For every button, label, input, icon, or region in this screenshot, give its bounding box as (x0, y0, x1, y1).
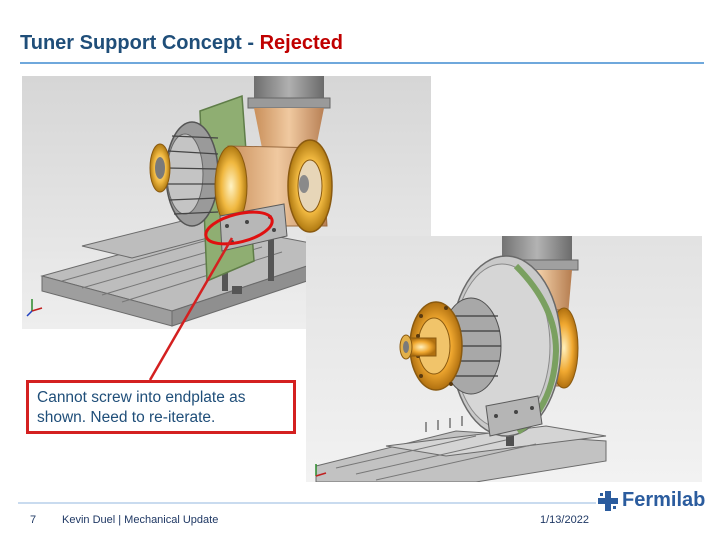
title-highlight: Rejected (259, 32, 343, 54)
callout-box: Cannot screw into endplate as shown. Nee… (26, 380, 296, 434)
slide-title: Tuner Support Concept - Rejected (20, 32, 343, 55)
footer-divider (18, 502, 596, 504)
logo-text: Fermilab (622, 489, 706, 511)
cad-render-bottom (306, 236, 702, 482)
fermilab-logo-icon (598, 490, 618, 511)
page-number: 7 (30, 514, 37, 526)
cad-render-top (22, 76, 431, 329)
slide-date: 1/13/2022 (540, 514, 589, 526)
title-divider (20, 62, 704, 64)
footer-text: Kevin Duel | Mechanical Update (62, 514, 219, 526)
fermilab-logo: Fermilab (598, 489, 705, 512)
title-main: Tuner Support Concept - (20, 32, 260, 54)
